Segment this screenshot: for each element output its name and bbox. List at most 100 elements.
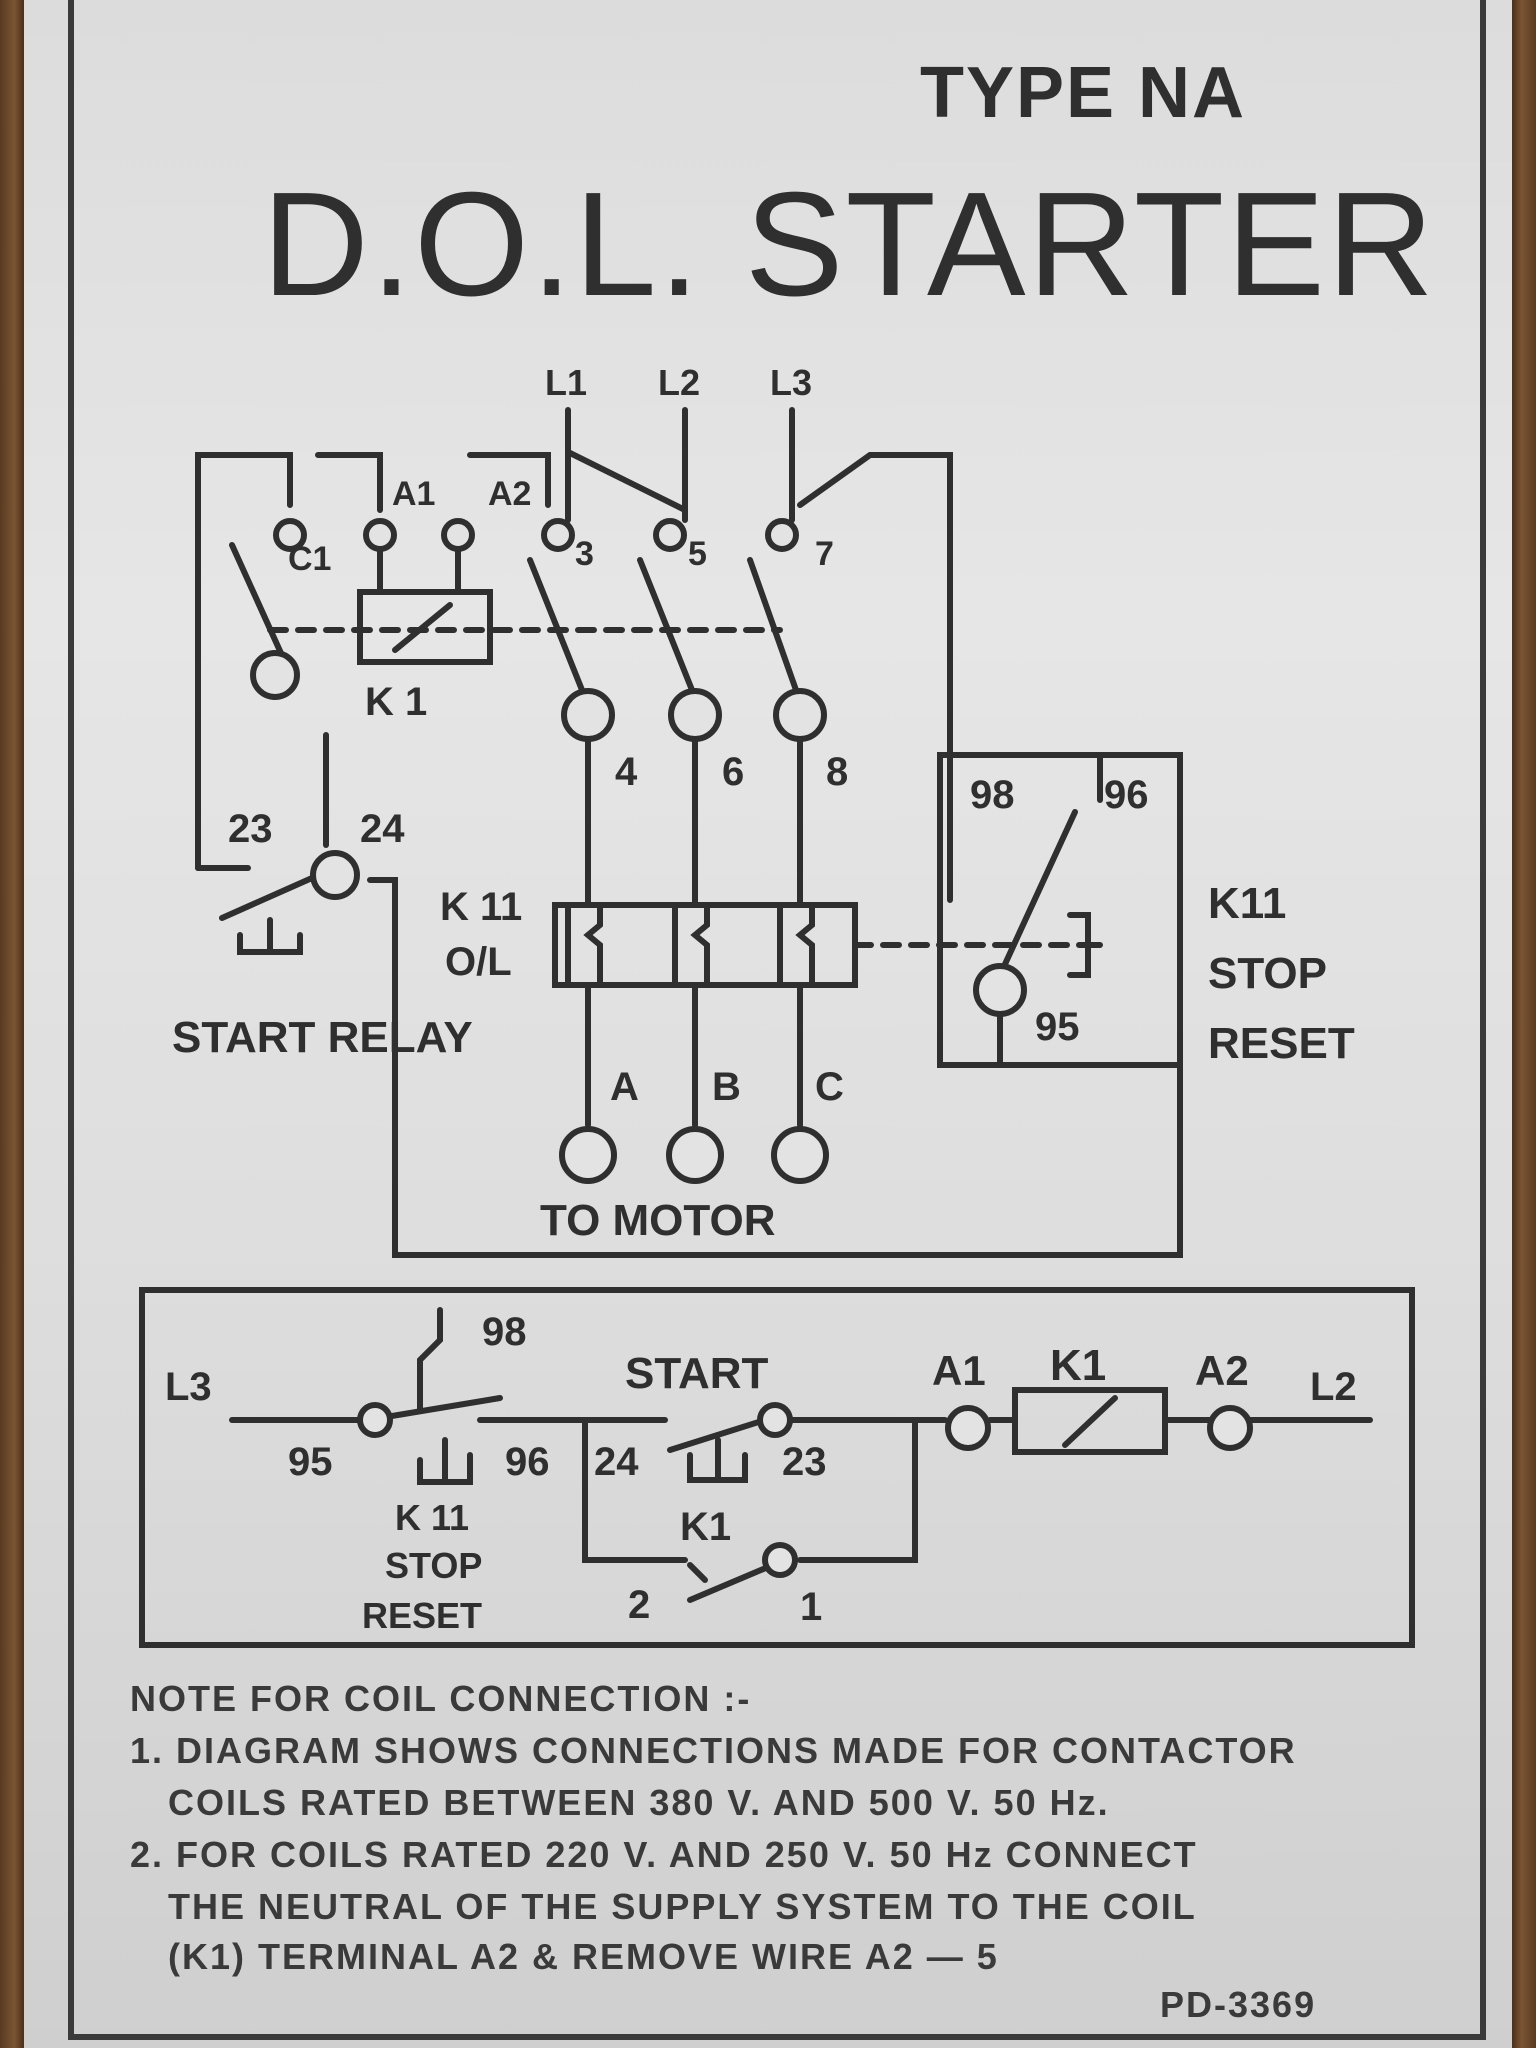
power-circuit [195, 407, 1183, 1258]
terminal-95 [973, 963, 1027, 1017]
terminal-6 [668, 688, 722, 742]
terminal-c1 [273, 518, 307, 552]
ctrl-terminal-hold-1 [762, 1542, 798, 1578]
note-item-2-line-3: (K1) TERMINAL A2 & REMOVE WIRE A2 — 5 [168, 1936, 999, 1977]
wire-top-right [797, 452, 953, 903]
wood-background-left [0, 0, 24, 2048]
note-item-1-line-2: COILS RATED BETWEEN 380 V. AND 500 V. 50… [168, 1782, 1110, 1823]
wire-top-left [195, 452, 293, 871]
ctrl-terminal-start-23 [757, 1402, 793, 1438]
aux-contact-c1 [229, 542, 288, 665]
line-label-l3: L3 [770, 362, 812, 403]
label-border [68, 0, 1486, 2040]
terminal-a1 [363, 518, 397, 552]
control-circuit [139, 1287, 1415, 1648]
ctrl-terminal-a1 [945, 1405, 991, 1451]
terminal-7 [765, 518, 799, 552]
motor-label-b: B [712, 1065, 741, 1109]
stop-terminal-96: 96 [1104, 773, 1149, 817]
power-terminals [250, 518, 1027, 1184]
stop-contact [377, 1395, 503, 1421]
terminal-start-relay [310, 850, 360, 900]
terminal-4 [561, 688, 615, 742]
type-label: TYPE NA [920, 53, 1247, 133]
stop-reset-box [937, 752, 1183, 1068]
ctrl-terminal-a2 [1207, 1405, 1253, 1451]
overload-label-2: O/L [445, 940, 512, 984]
terminal-label-a1: A1 [392, 475, 435, 513]
ctrl-stop-terminal-96: 96 [505, 1440, 550, 1484]
ctrl-terminal-95 [357, 1402, 393, 1438]
ctrl-start-label: START [625, 1349, 769, 1398]
note-item-1-line-1: 1. DIAGRAM SHOWS CONNECTIONS MADE FOR CO… [130, 1730, 1297, 1771]
main-contact-1 [527, 557, 585, 693]
ctrl-stop-terminal-98: 98 [482, 1310, 527, 1354]
line-label-l1: L1 [545, 362, 587, 403]
to-motor-label: TO MOTOR [540, 1196, 776, 1245]
motor-label-a: A [610, 1065, 639, 1109]
ctrl-start-terminal-23: 23 [782, 1440, 827, 1484]
stop-reset-label-2: STOP [1208, 949, 1327, 998]
overload-heater-3 [777, 902, 815, 988]
contactor-label: K 1 [365, 680, 427, 724]
ctrl-coil-label: K1 [1050, 1341, 1106, 1390]
terminal-label-5: 5 [688, 535, 707, 573]
ctrl-hold-label: K1 [680, 1505, 731, 1549]
wire-top-a1a2 [315, 452, 551, 513]
wood-background-right [1512, 0, 1536, 2048]
control-labels: L3 L2 95 96 98 K 11 STOP RESET START 24 … [165, 1310, 1357, 1636]
ctrl-stop-label-1: K 11 [395, 1497, 469, 1538]
note-item-2-line-1: 2. FOR COILS RATED 220 V. AND 250 V. 50 … [130, 1834, 1198, 1875]
line-label-l2: L2 [658, 362, 700, 403]
ctrl-hold-terminal-2: 2 [628, 1583, 650, 1627]
stop-terminal-95: 95 [1035, 1005, 1080, 1049]
motor-label-c: C [815, 1065, 844, 1109]
ctrl-stop-label-3: RESET [362, 1595, 482, 1636]
hold-branch [582, 1417, 918, 1563]
note-item-2-line-2: THE NEUTRAL OF THE SUPPLY SYSTEM TO THE … [168, 1886, 1197, 1927]
ctrl-stop-label-2: STOP [385, 1545, 482, 1586]
overload-heater-1 [565, 902, 603, 988]
terminal-3 [541, 518, 575, 552]
terminal-label-6: 6 [722, 750, 744, 794]
control-box [139, 1287, 1415, 1648]
terminal-motor-c [771, 1126, 829, 1184]
main-contact-3 [747, 557, 799, 693]
terminal-motor-b [666, 1126, 724, 1184]
document-code: PD-3369 [1160, 1984, 1317, 2025]
stop-reset-actuator [417, 1307, 473, 1485]
start-relay-terminal-24: 24 [360, 807, 405, 851]
start-relay-label: START RELAY [172, 1013, 473, 1062]
main-title: D.O.L. STARTER [262, 162, 1436, 327]
terminal-aux-low [250, 650, 300, 700]
terminal-label-7: 7 [815, 535, 834, 573]
start-button [687, 1437, 748, 1483]
terminal-5 [653, 518, 687, 552]
wire-l1-to-l2-link [565, 449, 688, 513]
terminal-8 [773, 688, 827, 742]
overload-label-1: K 11 [440, 885, 522, 929]
power-labels: L1 L2 L3 C1 A1 A2 3 5 7 K 1 4 6 8 K 11 O… [172, 362, 1355, 1245]
stop-reset-contact [997, 809, 1078, 978]
terminal-label-8: 8 [826, 750, 848, 794]
terminal-label-a2: A2 [488, 475, 531, 513]
start-relay-button [237, 917, 303, 955]
stop-reset-label-1: K11 [1208, 879, 1286, 928]
start-relay-terminal-23: 23 [228, 807, 273, 851]
stop-reset-label-3: RESET [1208, 1019, 1355, 1068]
ctrl-start-terminal-24: 24 [594, 1440, 639, 1484]
ctrl-coil-terminal-a2: A2 [1195, 1347, 1249, 1394]
ctrl-stop-terminal-95: 95 [288, 1440, 333, 1484]
start-contact [667, 1417, 768, 1453]
stop-reset-button [1067, 912, 1103, 978]
terminal-label-c1: C1 [288, 540, 331, 578]
control-coil-slash [1062, 1395, 1118, 1448]
nameplate-label [24, 0, 1512, 2048]
stop-terminal-98: 98 [970, 773, 1015, 817]
hold-marker [687, 1562, 708, 1583]
note-title: NOTE FOR COIL CONNECTION :- [130, 1678, 752, 1719]
terminal-motor-a [559, 1126, 617, 1184]
terminal-label-3: 3 [575, 535, 594, 573]
ctrl-coil-terminal-a1: A1 [932, 1347, 986, 1394]
overload-heater-2 [672, 902, 710, 988]
